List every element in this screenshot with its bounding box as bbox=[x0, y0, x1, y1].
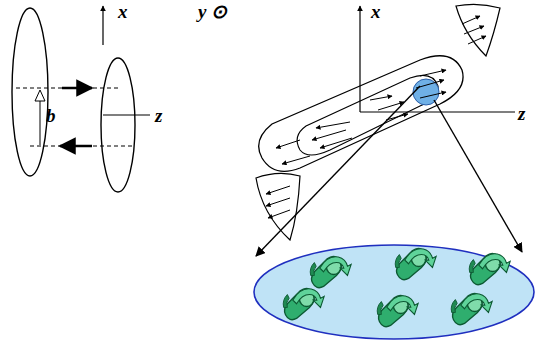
axis-label: x bbox=[371, 2, 381, 21]
axis-label: z bbox=[155, 106, 162, 125]
axis-label: y ⊙ bbox=[198, 2, 227, 21]
axis-label: x bbox=[118, 2, 128, 21]
impact-parameter-label: b bbox=[46, 106, 56, 125]
axis-label: z bbox=[518, 104, 525, 123]
